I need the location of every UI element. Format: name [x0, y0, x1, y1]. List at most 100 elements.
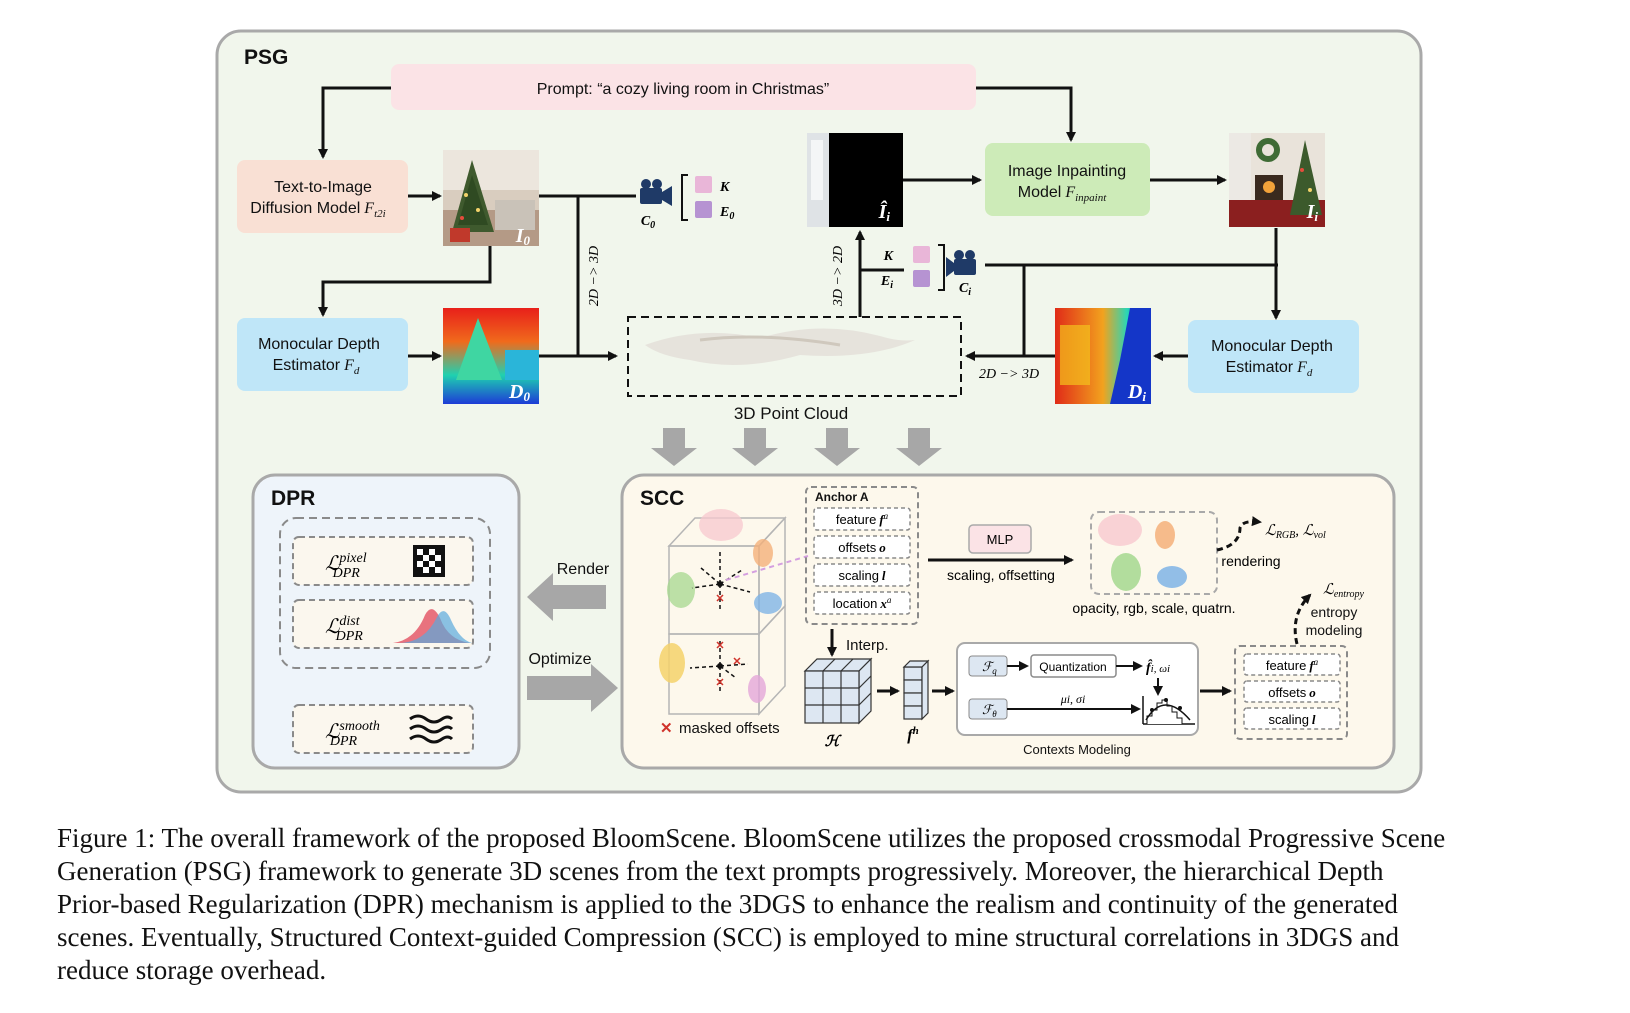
- svg-text:Di: Di: [1127, 381, 1146, 404]
- dpr-smooth-sub: DPR: [329, 734, 358, 749]
- caption-line-1: Figure 1: The overall framework of the p…: [57, 823, 1446, 853]
- svg-text:✕: ✕: [715, 593, 724, 605]
- svg-text:Ii: Ii: [1306, 201, 1319, 224]
- inpaint-line2: Model: [1018, 184, 1062, 201]
- svg-text:f̂i, ωi: f̂i, ωi: [1146, 658, 1170, 676]
- svg-text:✕: ✕: [732, 656, 741, 668]
- i0-sub: 0: [524, 233, 531, 248]
- entropy-loss: ℒ: [1323, 582, 1335, 598]
- ki-swatch: [913, 246, 930, 263]
- ihat-sub: i: [886, 209, 890, 224]
- hash-grid-icon: [803, 657, 873, 725]
- ci-sub: i: [968, 287, 971, 298]
- svg-text:ℒRGB, ℒvol: ℒRGB, ℒvol: [1265, 523, 1326, 541]
- di-depth-image: Di: [1055, 308, 1151, 404]
- hash-grid-label: ℋ: [825, 734, 843, 750]
- entropy-line1: entropy: [1311, 604, 1358, 620]
- d0-depth-image: D0: [443, 308, 539, 404]
- out-scaling: scaling: [1268, 712, 1308, 727]
- output-gaussians: [1090, 511, 1218, 595]
- scaling-offsetting-label: scaling, offsetting: [947, 567, 1055, 583]
- dpr-dist-sup: dist: [339, 614, 360, 629]
- depth-left-symbol: F: [343, 357, 354, 374]
- pixel-grid-icon: [413, 545, 445, 577]
- fh-sup: h: [913, 725, 919, 737]
- c0-label: C: [641, 214, 651, 229]
- gaussian-green: [667, 572, 695, 608]
- d0-sub: 0: [524, 389, 531, 404]
- gaussian-orange: [753, 539, 773, 567]
- anchor-location-sym: x: [879, 596, 887, 611]
- out-feature: feature: [1266, 658, 1306, 673]
- c0-bracket: [681, 174, 688, 221]
- anchor-offsets-top: [691, 552, 751, 612]
- prompt-text: Prompt: “a cozy living room in Christmas…: [537, 81, 830, 98]
- ii-sub: i: [1314, 209, 1318, 224]
- out-offsets: offsets: [1268, 685, 1307, 700]
- svg-text:E0: E0: [719, 205, 734, 222]
- contexts-modeling-box: ℱq Quantization f̂i, ωi ℱθ μi, σi: [956, 642, 1199, 757]
- ihat-image: Îi: [807, 133, 903, 227]
- dpr-pixel-sup: pixel: [338, 551, 366, 566]
- fh-label: f: [907, 727, 914, 744]
- loss-rgb-sub: RGB: [1275, 530, 1295, 541]
- render-label: Render: [557, 561, 610, 578]
- anchor-feature: feature: [836, 512, 876, 527]
- anchor-location-sup: a: [887, 595, 892, 605]
- depth-left-line1: Monocular Depth: [258, 336, 380, 353]
- gaussian-pink-top: [699, 509, 743, 541]
- ftheta-sub: θ: [992, 709, 997, 719]
- lift-left-label: 2D −> 3D: [587, 246, 602, 306]
- optimize-arrow: [527, 664, 618, 712]
- ei-label: E: [880, 274, 890, 289]
- t2i-symbol: F: [363, 200, 374, 217]
- svg-text:C0: C0: [641, 214, 655, 231]
- svg-text:Ei: Ei: [880, 274, 893, 291]
- dpr-smooth-loss: ℒ: [325, 721, 340, 743]
- svg-text:Îi: Îi: [878, 199, 891, 224]
- gray-down-arrows: [651, 428, 942, 466]
- rendering-arrow: [1216, 516, 1262, 552]
- out-feature-sym: f: [1309, 658, 1315, 673]
- fhat-label: f̂: [1146, 658, 1153, 676]
- caption-line-5: reduce storage overhead.: [57, 955, 327, 985]
- svg-text:I0: I0: [515, 225, 531, 248]
- i0-image: I0: [443, 150, 539, 248]
- loss-rgb: ℒ: [1265, 523, 1277, 539]
- fh-vector-icon: [902, 659, 930, 721]
- depth-right-sub: d: [1307, 367, 1313, 379]
- svg-text:ℒentropy: ℒentropy: [1323, 582, 1365, 600]
- svg-text:D0: D0: [508, 381, 530, 404]
- loss-vol-sub: vol: [1314, 530, 1326, 541]
- anchor-scaling: scaling: [838, 568, 878, 583]
- dpr-pixel-sub: DPR: [332, 566, 361, 581]
- out-scaling-sym: l: [1312, 712, 1316, 727]
- out-feature-sup: a: [1314, 657, 1319, 667]
- dpr-dist-sub: DPR: [335, 629, 364, 644]
- masked-offsets-label: masked offsets: [679, 720, 780, 737]
- quantization-label: Quantization: [1039, 660, 1106, 674]
- caption-line-2: Generation (PSG) framework to generate 3…: [57, 856, 1384, 886]
- fq-sub: q: [992, 666, 997, 676]
- psg-title: PSG: [244, 46, 288, 69]
- svg-text:✕: ✕: [715, 677, 724, 689]
- render-arrow: [527, 573, 606, 621]
- ftheta-label: ℱ: [982, 702, 995, 717]
- loss-vol: ℒ: [1303, 523, 1315, 539]
- distribution-icon: [393, 609, 472, 643]
- depth-right-symbol: F: [1296, 359, 1307, 376]
- gaussian-blue: [754, 592, 782, 614]
- anchor-title: Anchor A: [815, 490, 869, 504]
- depth-right-line1: Monocular Depth: [1211, 338, 1333, 355]
- fhat-rest: i, ωi: [1151, 663, 1170, 675]
